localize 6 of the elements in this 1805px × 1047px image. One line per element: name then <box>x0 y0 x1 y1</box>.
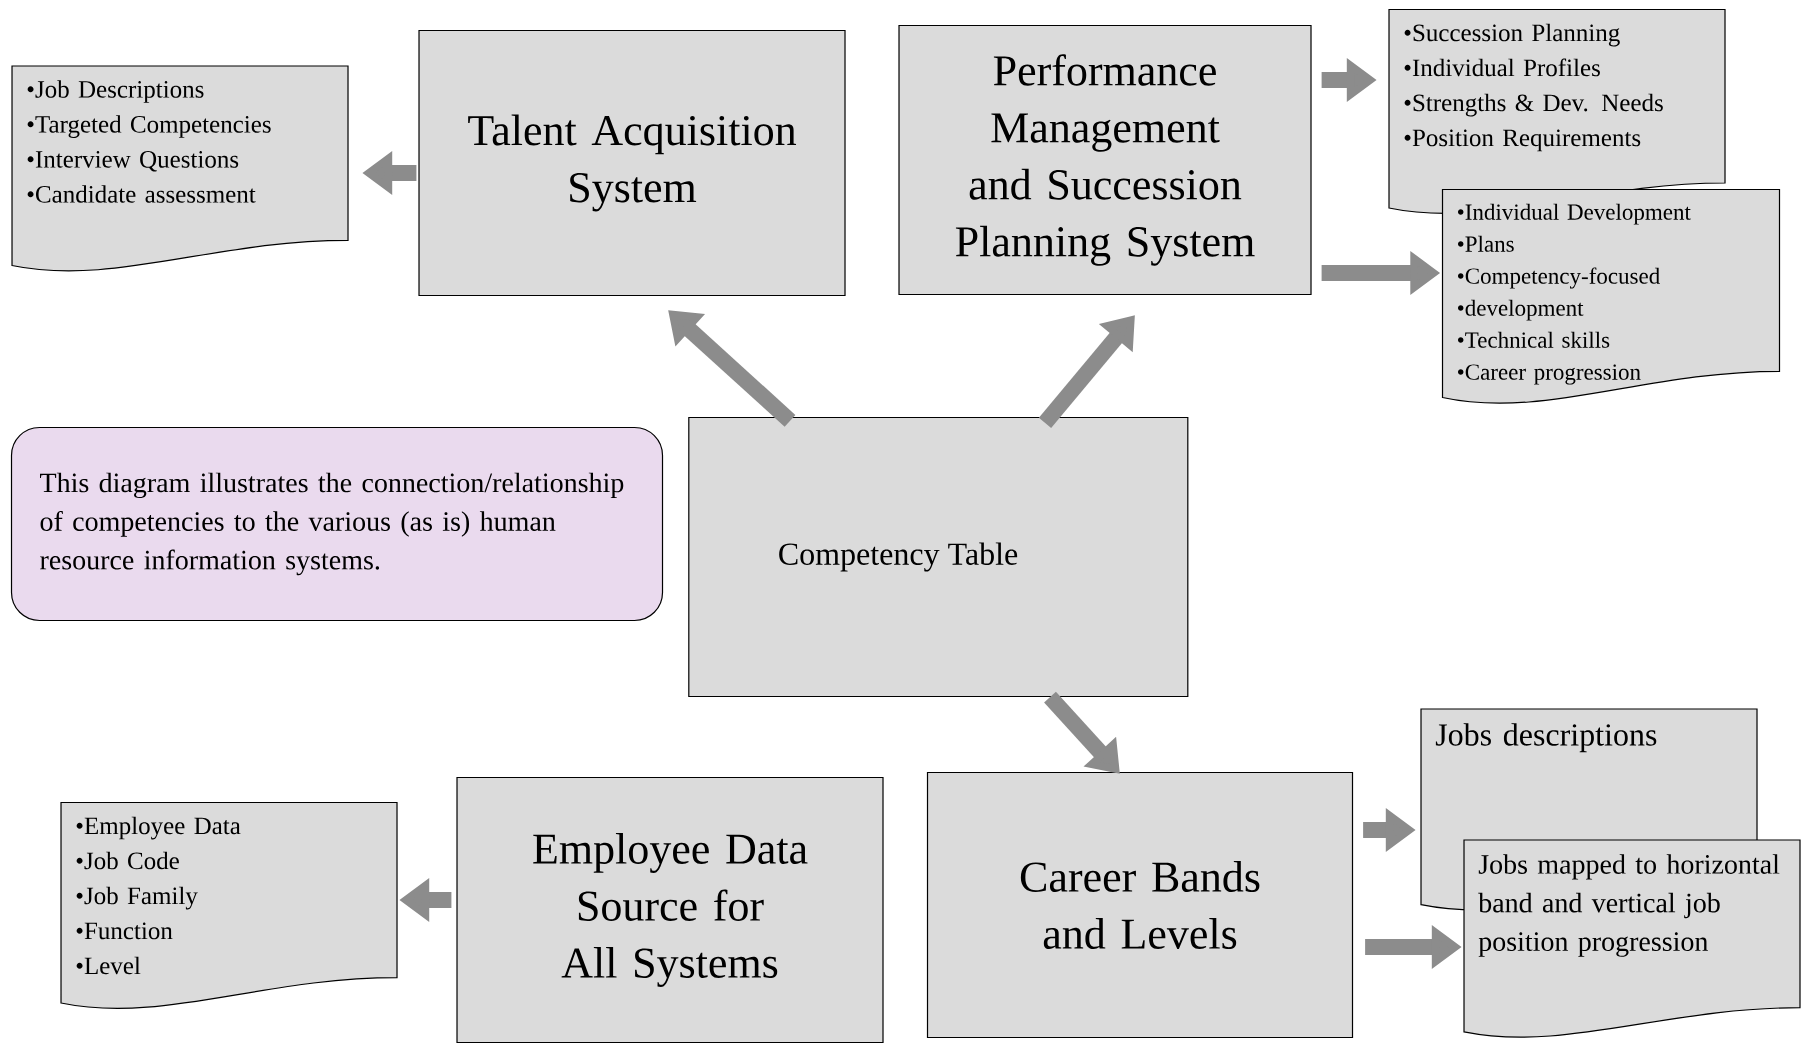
system-box: Performance Management and Succession Planning System <box>898 24 1312 296</box>
system-box: Career Bands and Levels <box>926 771 1354 1039</box>
note-box: This diagram illustrates the connection/relationship of competencies to the various (as is) human resource information systems. <box>10 426 664 622</box>
system-box: Employee Data Source for All Systems <box>456 776 884 1044</box>
database-cylinder: Competency Table <box>688 416 1189 698</box>
system-box: Talent Acquisition System <box>418 29 846 297</box>
